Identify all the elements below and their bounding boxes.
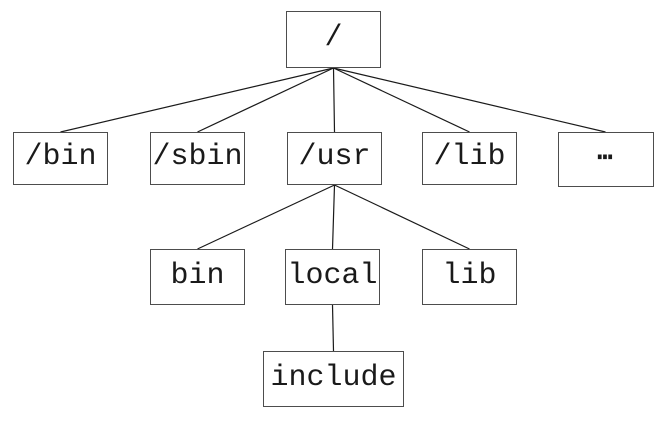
edge-root-to-usr bbox=[332, 67, 336, 133]
tree-node-sbin: /sbin bbox=[150, 132, 245, 185]
edge-usr-to-local bbox=[331, 184, 336, 250]
tree-node-ellipsis: ⋯ bbox=[558, 132, 654, 187]
edge-usr-to-lib bbox=[334, 184, 470, 250]
edge-local-to-include bbox=[331, 304, 335, 352]
tree-node-lib-top: /lib bbox=[422, 132, 517, 185]
edge-root-to-bin bbox=[60, 67, 334, 133]
tree-node-include: include bbox=[263, 351, 404, 407]
tree-node-usr-bin: bin bbox=[150, 249, 245, 305]
tree-node-usr: /usr bbox=[287, 132, 382, 185]
tree-node-bin-top: /bin bbox=[13, 132, 108, 185]
edge-usr-to-bin bbox=[197, 184, 335, 250]
edge-root-to-ellipsis bbox=[333, 67, 606, 133]
edge-root-to-lib bbox=[333, 67, 470, 133]
edge-root-to-sbin bbox=[197, 67, 334, 133]
tree-node-usr-local: local bbox=[285, 249, 380, 305]
tree-node-usr-lib: lib bbox=[422, 249, 517, 305]
tree-node-root: / bbox=[286, 11, 381, 68]
